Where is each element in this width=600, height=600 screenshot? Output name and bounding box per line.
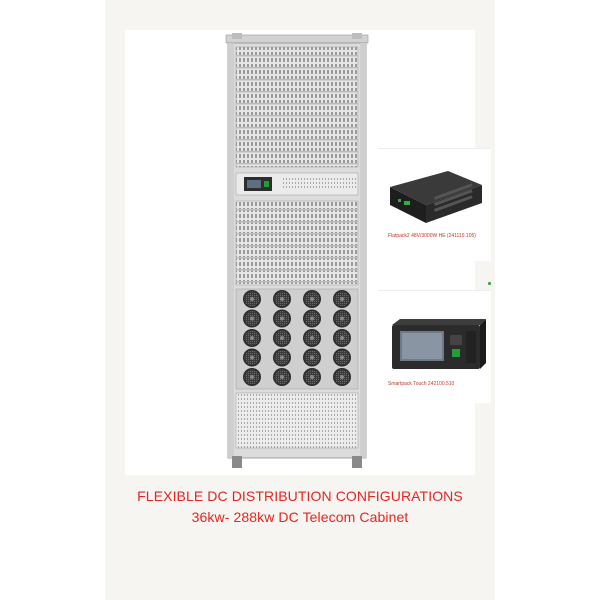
- rectifier-caption: Flatpack2 48V/3000W HE (241119.105): [388, 233, 476, 239]
- headline-line-2: 36kw- 288kw DC Telecom Cabinet: [191, 509, 409, 525]
- rectifier-inset: Flatpack2 48V/3000W HE (241119.105): [378, 148, 491, 261]
- fan-icon: [333, 348, 351, 367]
- fan-icon: [243, 348, 261, 367]
- fan-icon: [273, 290, 291, 308]
- fan-icon: [303, 368, 321, 386]
- dc-telecom-cabinet-image: [225, 33, 369, 468]
- rectifier-module-photo: [390, 171, 482, 223]
- fan-icon: [273, 368, 291, 386]
- fan-icon: [303, 329, 321, 347]
- fan-icon: [333, 368, 351, 386]
- controller-inset: Smartpack Touch 242100.510: [378, 290, 491, 403]
- fan-icon: [243, 368, 261, 386]
- controller-caption: Smartpack Touch 242100.510: [388, 381, 455, 387]
- fan-icon: [303, 348, 321, 367]
- fan-icon: [273, 329, 291, 347]
- fan-icon: [303, 290, 321, 308]
- fan-icon: [273, 309, 291, 328]
- fan-icon: [333, 290, 351, 308]
- fan-icon: [243, 329, 261, 347]
- fan-icon: [243, 309, 261, 328]
- fan-icon: [333, 329, 351, 347]
- fan-icon: [333, 309, 351, 328]
- fan-icon: [273, 348, 291, 367]
- fan-icon: [303, 309, 321, 328]
- fan-icon: [243, 290, 261, 308]
- accent-dot: [488, 282, 491, 285]
- controller-unit-photo: [392, 319, 486, 369]
- headline-line-1: FLEXIBLE DC DISTRIBUTION CONFIGURATIONS: [137, 488, 463, 504]
